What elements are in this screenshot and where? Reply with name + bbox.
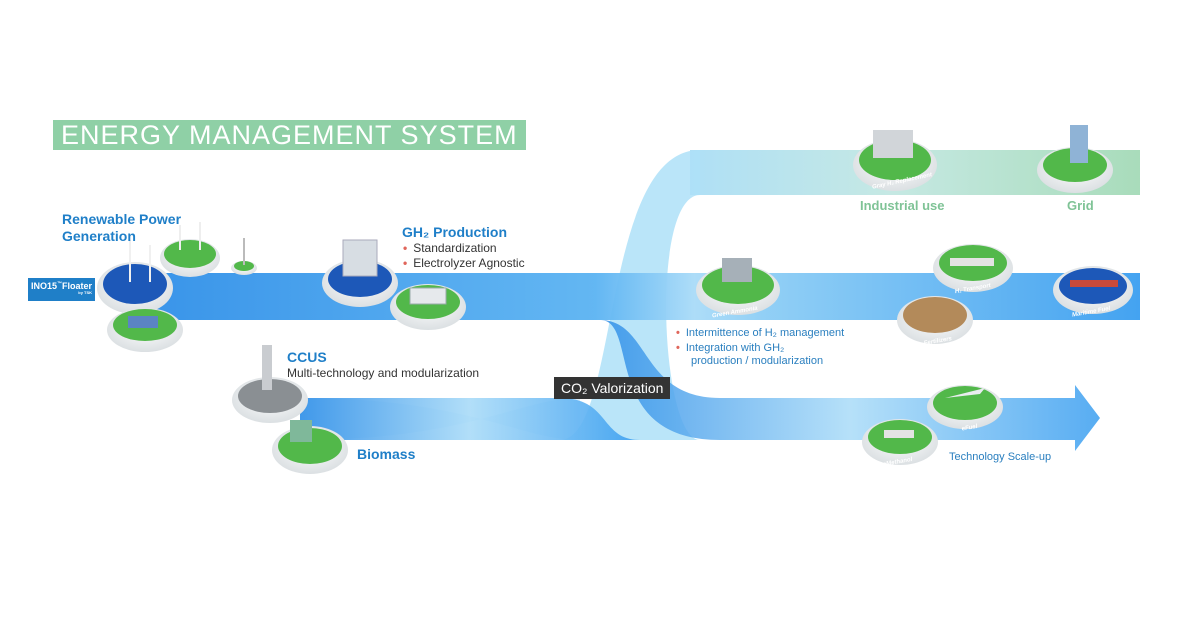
scaleup-label: Technology Scale-up	[949, 451, 1052, 463]
renewable-heading: Renewable Power Generation	[62, 211, 181, 245]
biomass-label: Biomass	[357, 446, 416, 462]
note-intermittence: Intermittence of H₂ management	[676, 327, 844, 340]
note-integration-line2: production / modularization	[691, 355, 824, 367]
floater-main: INO15	[31, 281, 58, 291]
ccus-node	[232, 345, 308, 423]
solar-node	[107, 308, 183, 352]
pylon-node	[231, 238, 257, 275]
floater-node	[97, 240, 173, 314]
maritime-fuel-node: Maritime Fuel	[1053, 266, 1133, 319]
gh2-heading: GH₂ Production	[402, 224, 507, 240]
ccus-flow-band-main	[300, 398, 640, 440]
efuel-label: eFuel	[961, 424, 978, 433]
co2-valorization-label: CO₂ Valorization	[554, 377, 671, 399]
ccus-heading: CCUS	[287, 349, 327, 365]
renewable-heading-line1: Renewable Power	[62, 211, 182, 227]
h2-transport-node: H₂ Transport	[933, 244, 1013, 295]
biomass-node	[272, 420, 348, 474]
industrial-use-label: Industrial use	[860, 198, 945, 213]
emethanol-label: eMethanol	[883, 457, 914, 468]
gray-h2-node: Gray H₂ Replacement	[853, 130, 937, 191]
gh2-production-node	[322, 239, 398, 307]
grid-node	[1037, 125, 1113, 193]
wind-farm-node	[160, 222, 220, 277]
note-integration-line1: Integration with GH₂	[676, 342, 784, 355]
floater-tm: ™	[57, 281, 63, 287]
ccus-detail: Multi-technology and modularization	[287, 366, 480, 380]
grid-label: Grid	[1067, 198, 1094, 213]
gh2-item-electrolyzer: Electrolyzer Agnostic	[403, 256, 524, 271]
green-ammonia-node: Green Ammonia	[696, 258, 780, 319]
emethanol-node: eMethanol	[862, 419, 938, 468]
renewable-heading-line2: Generation	[62, 228, 136, 244]
floater-badge: INO15™Floater by TSK	[28, 278, 96, 301]
scaleup-arrow	[600, 320, 1100, 451]
floater-sub: by TSK	[78, 290, 93, 295]
electrolyzer-node	[390, 284, 466, 330]
gh2-item-standardization: Standardization	[403, 241, 496, 256]
efuel-node: eFuel	[927, 385, 1003, 432]
fertilizers-node: Fertilizers	[897, 296, 973, 347]
page-title: ENERGY MANAGEMENT SYSTEM	[53, 120, 526, 150]
fertilizers-label: Fertilizers	[923, 336, 953, 347]
floater-rest: Floater	[62, 281, 93, 291]
